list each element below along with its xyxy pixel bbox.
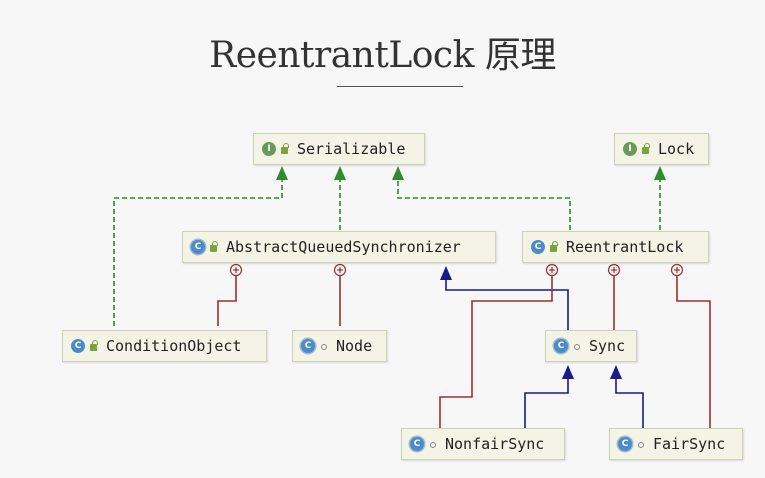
public-lock-icon <box>641 142 650 154</box>
edge-nonfairsync-reentrantlock <box>439 276 553 428</box>
node-node[interactable]: C Node <box>292 330 387 362</box>
node-sync[interactable]: C Sync <box>545 330 637 362</box>
extends-arrowheads <box>440 266 622 379</box>
edge-nonfairsync-sync <box>524 374 569 428</box>
node-label: Lock <box>658 140 695 158</box>
class-icon: C <box>301 339 315 353</box>
abstract-class-icon: C <box>554 339 568 353</box>
arrowhead-lock <box>654 166 666 180</box>
title-underline <box>337 86 463 87</box>
public-lock-icon <box>549 240 558 252</box>
plus-circle-aqs-2 <box>333 263 347 277</box>
public-lock-icon <box>209 240 218 252</box>
node-label: FairSync <box>653 435 726 453</box>
edge-reentrantlock-serializable <box>397 170 571 230</box>
arrowhead-sync-2 <box>610 365 622 379</box>
class-icon: C <box>531 240 545 254</box>
arrowhead-serializable-1 <box>276 166 288 180</box>
node-reentrantlock[interactable]: C ReentrantLock <box>522 231 709 263</box>
node-condition-object[interactable]: C ConditionObject <box>62 330 267 362</box>
inner-class-edges <box>217 276 711 428</box>
public-lock-icon <box>89 339 98 351</box>
node-label: Node <box>336 337 373 355</box>
node-abstract-queued-synchronizer[interactable]: C AbstractQueuedSynchronizer <box>182 231 496 263</box>
node-lock[interactable]: I Lock <box>614 133 709 165</box>
edge-conditionobject-serializable <box>113 170 283 326</box>
node-label: Sync <box>589 337 626 355</box>
node-fair-sync[interactable]: C FairSync <box>609 428 743 460</box>
class-icon: C <box>410 437 424 451</box>
extends-edges <box>445 275 644 428</box>
node-serializable[interactable]: I Serializable <box>253 133 425 165</box>
package-private-icon <box>428 440 437 449</box>
package-private-icon <box>319 342 328 351</box>
inner-class-circles <box>229 263 684 277</box>
package-private-icon <box>636 440 645 449</box>
edge-conditionobject-aqs <box>217 276 237 326</box>
public-lock-icon <box>280 142 289 154</box>
node-label: ConditionObject <box>106 337 242 355</box>
plus-circle-aqs-1 <box>229 263 243 277</box>
arrowhead-aqs <box>440 266 452 280</box>
edge-fairsync-reentrantlock <box>676 276 711 428</box>
node-label: ReentrantLock <box>566 238 684 256</box>
class-icon: C <box>618 437 632 451</box>
arrowhead-serializable-2 <box>334 166 346 180</box>
abstract-class-icon: C <box>191 240 205 254</box>
page-title: ReentrantLock 原理 <box>209 35 556 76</box>
node-label: NonfairSync <box>445 435 545 453</box>
arrowhead-sync-1 <box>562 365 574 379</box>
plus-circle-rl-1 <box>545 263 559 277</box>
interface-icon: I <box>262 142 276 156</box>
class-icon: C <box>71 339 85 353</box>
interface-icon: I <box>623 142 637 156</box>
plus-circle-rl-3 <box>670 263 684 277</box>
node-label: AbstractQueuedSynchronizer <box>226 238 461 256</box>
edge-sync-aqs <box>445 275 569 330</box>
plus-circle-rl-2 <box>607 263 621 277</box>
package-private-icon <box>572 342 581 351</box>
implements-arrowheads <box>276 166 666 180</box>
arrowhead-serializable-3 <box>392 166 404 180</box>
edge-fairsync-sync <box>615 374 644 428</box>
node-nonfair-sync[interactable]: C NonfairSync <box>401 428 565 460</box>
node-label: Serializable <box>297 140 406 158</box>
